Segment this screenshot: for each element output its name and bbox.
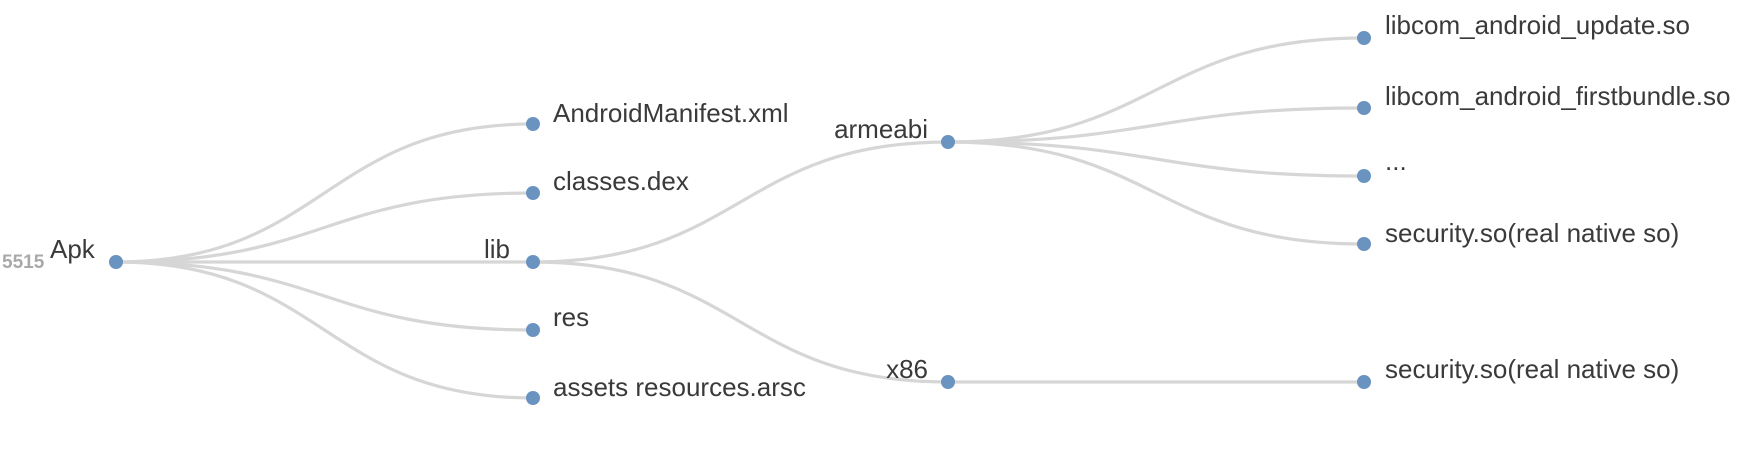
link-apk-to-androidmanifest bbox=[115, 122, 534, 264]
node-label-armeabi: armeabi bbox=[834, 114, 928, 144]
link-armeabi-to-ellipsis bbox=[947, 140, 1365, 178]
node-label-apk: Apk bbox=[50, 234, 96, 264]
node-dot-security-armeabi[interactable] bbox=[1357, 237, 1371, 251]
node-dot-security-x86[interactable] bbox=[1357, 375, 1371, 389]
node-dot-res[interactable] bbox=[526, 323, 540, 337]
node-dot-x86[interactable] bbox=[941, 375, 955, 389]
node-label-x86: x86 bbox=[886, 354, 928, 384]
node-dot-ellipsis[interactable] bbox=[1357, 169, 1371, 183]
node-dot-libcom-android-firstbundle[interactable] bbox=[1357, 101, 1371, 115]
link-armeabi-to-libcom-android-update bbox=[947, 36, 1365, 144]
link-armeabi-to-libcom-android-firstbundle bbox=[947, 106, 1365, 144]
node-label-classes-dex: classes.dex bbox=[553, 166, 689, 196]
node-label-lib: lib bbox=[484, 234, 510, 264]
node-dot-assets[interactable] bbox=[526, 391, 540, 405]
node-dot-apk[interactable] bbox=[109, 255, 123, 269]
node-label-res: res bbox=[553, 302, 589, 332]
node-dot-libcom-android-update[interactable] bbox=[1357, 31, 1371, 45]
node-label-androidmanifest: AndroidManifest.xml bbox=[553, 98, 789, 128]
link-armeabi-to-security-armeabi bbox=[947, 140, 1365, 246]
link-lib-to-x86 bbox=[532, 260, 949, 384]
tree-nodes: Apk AndroidManifest.xml classes.dex lib arme… bbox=[50, 10, 1730, 405]
node-label-security-armeabi: security.so(real native so) bbox=[1385, 218, 1679, 248]
node-label-libcom-android-firstbundle: libcom_android_firstbundle.so bbox=[1385, 81, 1730, 111]
node-dot-classes-dex[interactable] bbox=[526, 186, 540, 200]
link-apk-to-classes-dex bbox=[115, 191, 534, 264]
node-dot-lib[interactable] bbox=[526, 255, 540, 269]
link-lib-to-armeabi bbox=[532, 140, 949, 264]
node-label-assets: assets resources.arsc bbox=[553, 372, 806, 402]
link-apk-to-assets bbox=[115, 260, 534, 400]
node-label-libcom-android-update: libcom_android_update.so bbox=[1385, 10, 1690, 40]
node-label-security-x86: security.so(real native so) bbox=[1385, 354, 1679, 384]
link-apk-to-res bbox=[115, 260, 534, 332]
node-dot-androidmanifest[interactable] bbox=[526, 117, 540, 131]
node-dot-armeabi[interactable] bbox=[941, 135, 955, 149]
tree-links bbox=[115, 36, 1365, 400]
node-label-ellipsis: ... bbox=[1385, 146, 1407, 176]
watermark-number: 5515 bbox=[2, 252, 45, 273]
